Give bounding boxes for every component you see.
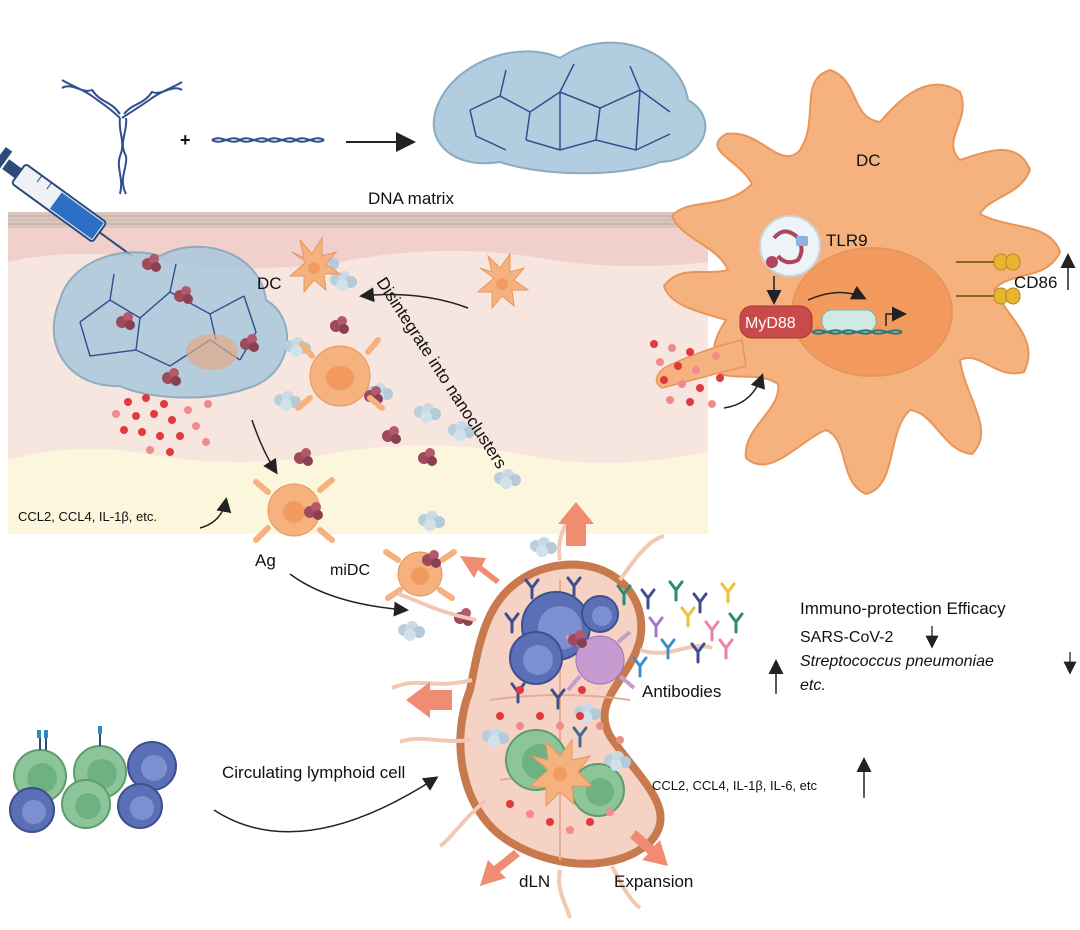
cytokines-ln-label: CCL2, CCL4, IL-1β, IL-6, etc [652,778,817,793]
sars-label: SARS-CoV-2 [800,629,893,646]
strep-label: Streptococcus pneumoniae [800,653,994,670]
etc-label: etc. [800,677,826,694]
antibodies-label: Antibodies [642,682,721,701]
dln-label: dLN [519,872,550,891]
adjuvant-particles-dc [650,340,724,408]
dna-matrix-label: DNA matrix [368,189,454,208]
midc-arrow [289,573,409,617]
cd86-receptors [956,253,1021,305]
expansion-arrows [406,502,668,886]
myd88-label: MyD88 [745,315,796,332]
lymph-node [391,506,713,919]
uptake-arrow [723,373,766,409]
cd86-label: CD86 [1014,273,1057,292]
ag-label: Ag [255,551,276,570]
midc-label: miDC [330,562,370,579]
dc-skin-label: DC [257,274,282,293]
efficacy-title: Immuno-protection Efficacy [800,599,1006,618]
dna-helix-icon [811,306,907,335]
cytokine-up-arrow-skin [199,497,232,529]
circulating-label: Circulating lymphoid cell [222,763,405,782]
dna-y-icon [61,79,183,195]
myd88-box [739,305,813,339]
dc-cell-skin [253,236,530,543]
tlr9-endosome [759,215,821,277]
circulating-arrow [213,776,439,833]
adjuvant-particles-ln [496,686,624,834]
expansion-label: Expansion [614,872,693,891]
dna-matrix-gel [432,41,707,175]
dna-helix-icon [211,137,325,143]
signal-arrow [807,285,867,301]
tlr9-label: TLR9 [826,231,868,250]
midc-cell [383,549,457,601]
circulating-cells [9,726,177,833]
adjuvant-particles-skin [112,394,212,456]
dc-top-label: DC [856,151,881,170]
cytokines-skin-label: CCL2, CCL4, IL-1β, etc. [18,509,157,524]
dc-cell-large [655,68,1062,496]
disintegrate-arrow [359,287,469,309]
gel-depot [52,245,289,399]
migration-arrow-skin [251,419,278,475]
plus-sign: + [180,130,191,150]
